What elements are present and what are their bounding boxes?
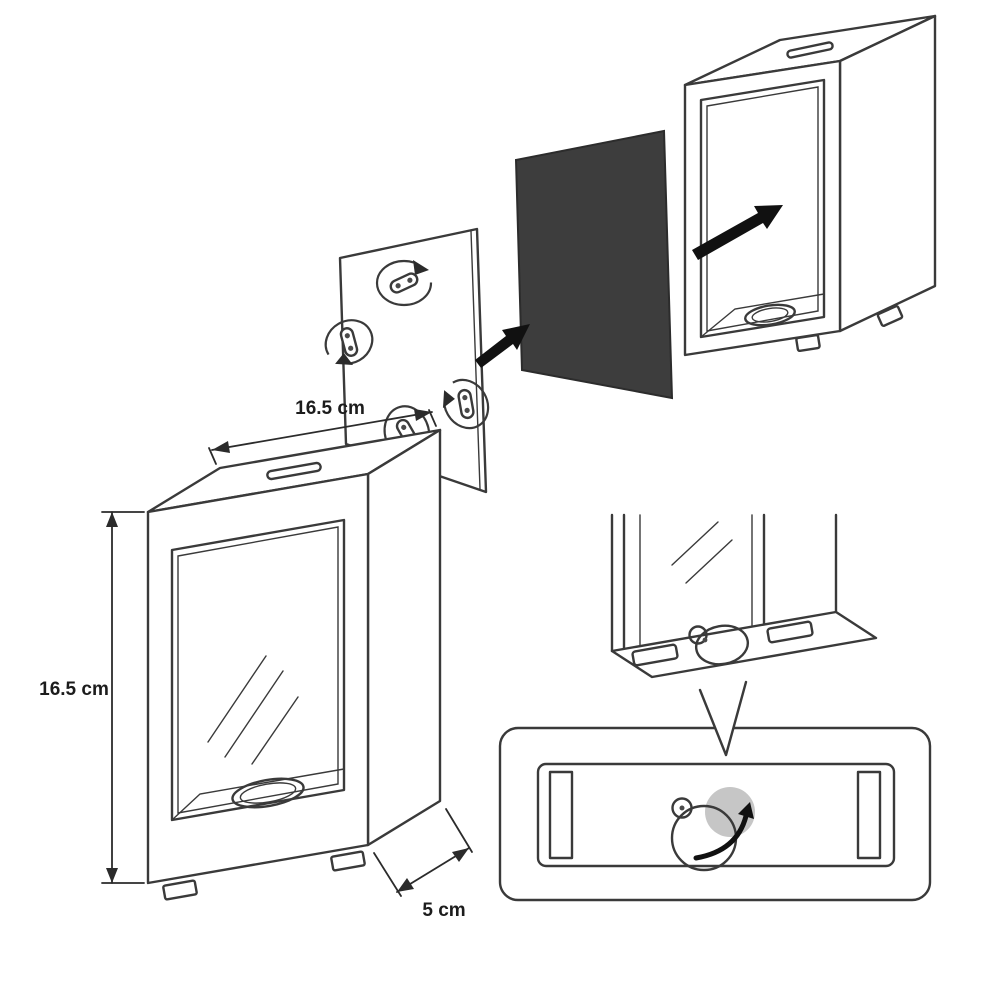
glass-reflection <box>671 521 719 566</box>
insert-arrow-board-to-panel <box>475 324 530 368</box>
turn-clip-top <box>375 259 433 307</box>
depth-label: 5 cm <box>422 900 465 921</box>
rotation-arrow <box>375 259 433 307</box>
turn-clip-right <box>442 378 490 430</box>
frame-window <box>170 518 346 822</box>
height-label: 16.5 cm <box>39 679 109 700</box>
dial-tab <box>688 625 708 645</box>
mounting-slot-left <box>548 770 574 860</box>
frame-foot <box>876 305 904 327</box>
dimension-arrowhead <box>106 512 118 527</box>
glass-reflection <box>207 655 267 743</box>
dimension-arrowhead <box>212 441 230 453</box>
coin-slot <box>266 461 322 481</box>
callout-pointer-outline <box>698 680 748 757</box>
glass-reflection <box>224 670 284 758</box>
frame-front-face <box>146 472 370 885</box>
frame-foot <box>162 879 198 901</box>
coin-hole <box>744 303 796 327</box>
mounting-slot-right <box>856 770 882 860</box>
coin-hole <box>231 777 305 809</box>
width-dimension: 16.5 cm <box>208 398 437 465</box>
dial-rotation-arrowhead <box>738 802 754 819</box>
coin-hole-inner <box>239 782 297 804</box>
dial-pivot <box>702 637 708 643</box>
dimension-arrowhead <box>452 848 469 862</box>
backing-board-panel <box>338 227 488 494</box>
frame-bottom-face <box>610 610 878 679</box>
frame-foot <box>330 850 366 872</box>
coin-hole-inner <box>751 307 789 323</box>
frame-interior-floor <box>171 768 345 821</box>
rotation-arrowhead <box>413 260 429 275</box>
callout-pointer <box>700 682 746 755</box>
frame-opening-lip <box>706 86 819 332</box>
front-view-frame <box>146 428 442 901</box>
glass-reflection <box>685 539 733 584</box>
frame-foot <box>631 643 679 667</box>
width-label: 16.5 cm <box>295 398 365 419</box>
rotation-arrowhead <box>335 353 354 366</box>
bottom-plate <box>536 762 896 868</box>
rotation-arrowhead <box>442 390 455 409</box>
glass-reflection <box>251 696 299 765</box>
coin-release-dial <box>694 624 750 666</box>
frame-side-face <box>366 428 442 847</box>
frame-side-face <box>838 14 937 333</box>
dial-tab <box>671 797 693 819</box>
depth-dimension: 5 cm <box>373 808 473 921</box>
frame-window-lip <box>177 526 339 814</box>
frame-interior-floor <box>700 293 825 338</box>
extension-tick <box>373 852 402 897</box>
height-dimension: 16.5 cm <box>39 511 145 884</box>
insert-arrow-panel-to-frame <box>692 205 783 260</box>
dial-rotation-arrow <box>693 813 749 861</box>
coin-slot <box>786 41 834 59</box>
dimension-arrowhead <box>106 868 118 883</box>
extension-tick <box>208 447 217 465</box>
photo-panel <box>514 129 674 400</box>
dial-pivot <box>679 805 685 811</box>
callout-bubble <box>498 680 932 902</box>
dimension-arrowhead <box>397 878 414 892</box>
extension-tick <box>445 808 473 853</box>
dimension-line <box>211 411 433 451</box>
assembled-frame <box>683 14 937 357</box>
frame-foot <box>766 620 814 644</box>
dimension-arrowhead <box>414 409 432 421</box>
bottom-view-frame <box>610 513 878 679</box>
